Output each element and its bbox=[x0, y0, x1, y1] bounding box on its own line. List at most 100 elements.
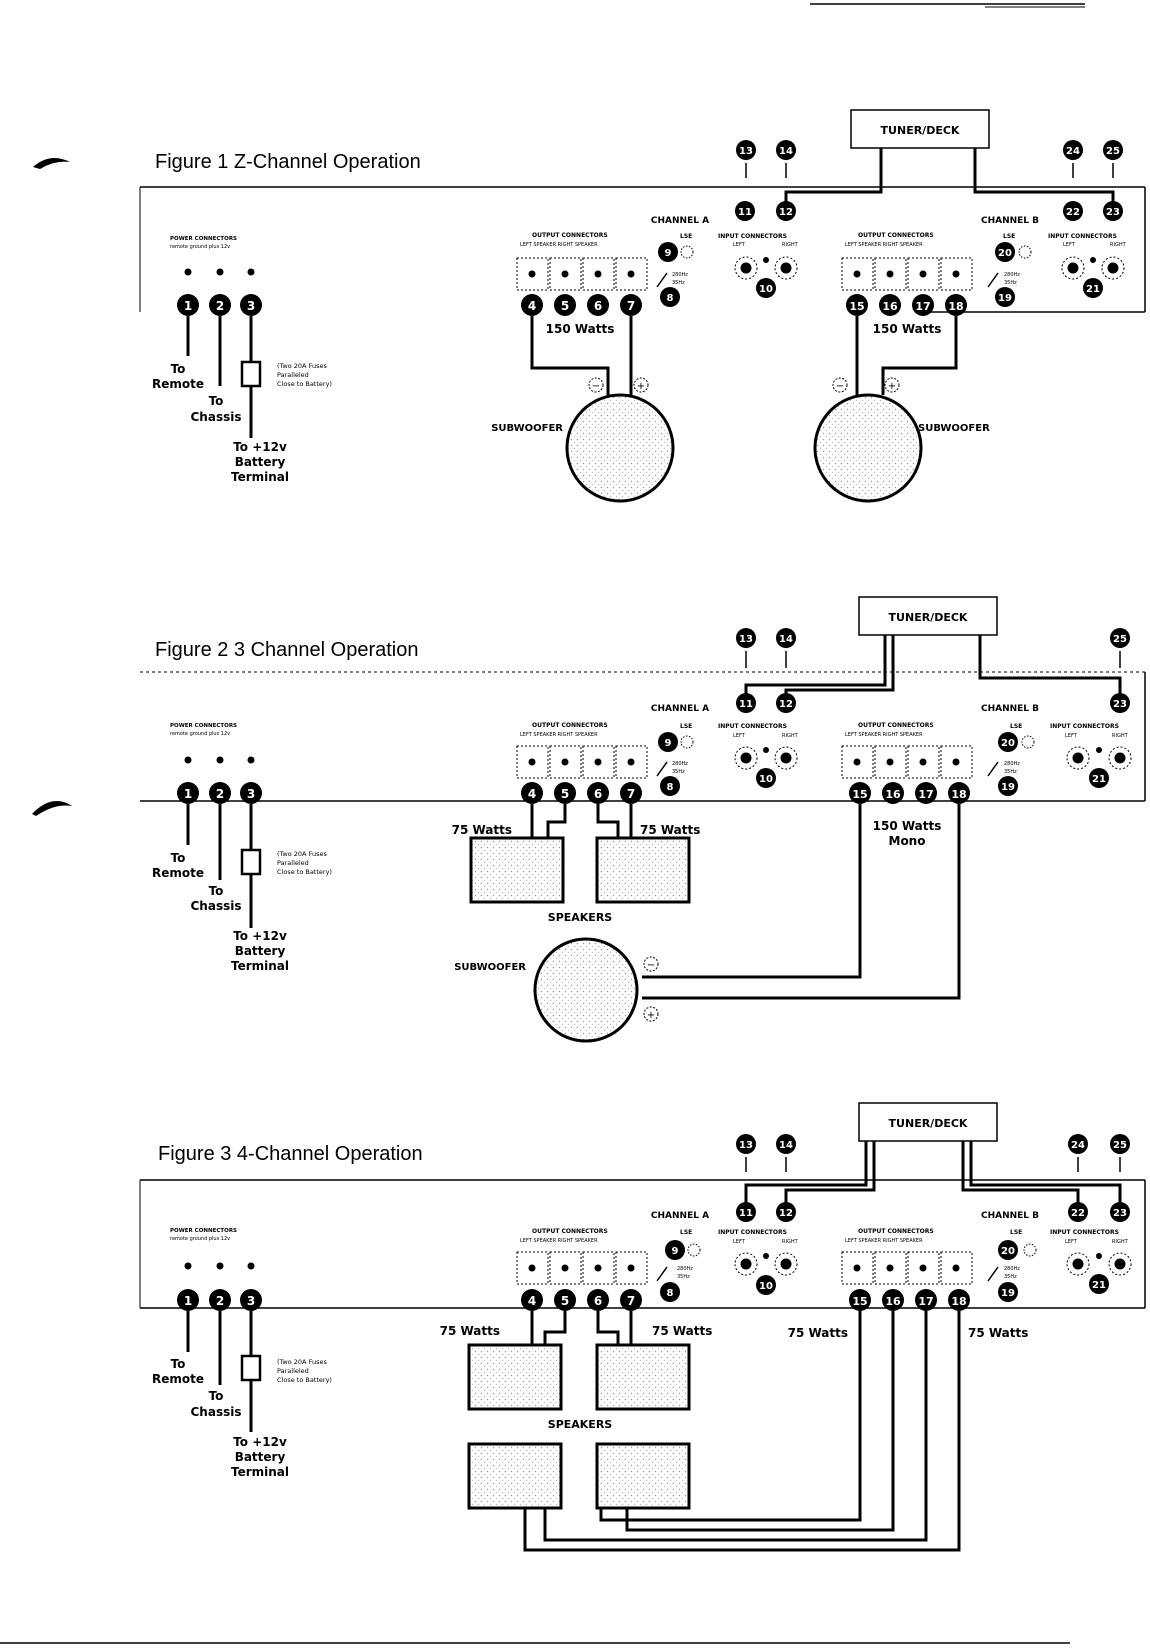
figure-2-title: Figure 2 3 Channel Operation bbox=[155, 639, 419, 661]
svg-text:150 Watts: 150 Watts bbox=[873, 322, 942, 336]
svg-text:LSE: LSE bbox=[680, 723, 692, 730]
svg-text:Battery: Battery bbox=[235, 944, 286, 958]
svg-text:24: 24 bbox=[1066, 146, 1080, 157]
svg-text:Chassis: Chassis bbox=[191, 1405, 242, 1419]
figure-3: Figure 3 4-Channel Operation TUNER/DECK … bbox=[139, 1102, 1146, 1552]
callout-3: 3 bbox=[240, 782, 262, 804]
svg-text:7: 7 bbox=[627, 299, 635, 313]
svg-text:To +12v: To +12v bbox=[233, 1435, 287, 1449]
svg-text:150 Watts: 150 Watts bbox=[873, 819, 942, 833]
svg-text:Battery: Battery bbox=[235, 1450, 286, 1464]
svg-text:TUNER/DECK: TUNER/DECK bbox=[889, 1117, 968, 1130]
svg-text:25: 25 bbox=[1113, 1140, 1127, 1151]
callout-9: 9 bbox=[658, 242, 678, 262]
callout-10: 10 bbox=[756, 278, 776, 298]
speaker-rear-right bbox=[595, 1442, 691, 1510]
svg-text:+: + bbox=[888, 381, 896, 392]
callout-16: 16 bbox=[882, 782, 904, 804]
callout-9: 9 bbox=[665, 1240, 685, 1260]
svg-text:10: 10 bbox=[759, 1281, 773, 1292]
svg-text:25: 25 bbox=[1113, 634, 1127, 645]
callout-19: 19 bbox=[998, 1282, 1018, 1302]
svg-text:3: 3 bbox=[247, 299, 255, 313]
svg-text:LEFT SPEAKER RIGHT SPEAKER: LEFT SPEAKER RIGHT SPEAKER bbox=[520, 732, 598, 738]
callout-20: 20 bbox=[998, 1240, 1018, 1260]
svg-text:8: 8 bbox=[667, 293, 674, 304]
callout-11: 11 bbox=[736, 1202, 756, 1222]
svg-text:3: 3 bbox=[247, 1294, 255, 1308]
svg-text:LEFT SPEAKER RIGHT SPEAKER: LEFT SPEAKER RIGHT SPEAKER bbox=[520, 1238, 598, 1244]
svg-text:19: 19 bbox=[1001, 1288, 1015, 1299]
svg-text:75 Watts: 75 Watts bbox=[788, 1326, 848, 1340]
svg-text:LEFT SPEAKER RIGHT SPEAKER: LEFT SPEAKER RIGHT SPEAKER bbox=[845, 1238, 923, 1244]
svg-text:14: 14 bbox=[779, 1140, 793, 1151]
callout-8: 8 bbox=[660, 1282, 680, 1302]
svg-text:19: 19 bbox=[998, 293, 1012, 304]
figure-1-title: Figure 1 Z-Channel Operation bbox=[155, 151, 421, 173]
callout-22: 22 bbox=[1063, 201, 1083, 221]
tuner-deck-label: TUNER/DECK bbox=[881, 124, 960, 137]
svg-text:20: 20 bbox=[1001, 738, 1015, 749]
svg-text:Paralleled: Paralleled bbox=[277, 371, 309, 379]
callout-7: 7 bbox=[620, 1289, 642, 1311]
callout-1: 1 bbox=[177, 294, 199, 316]
callout-15: 15 bbox=[849, 1289, 871, 1311]
svg-text:13: 13 bbox=[739, 1140, 753, 1151]
figure-1: Figure 1 Z-Channel Operation TUNER/DECK … bbox=[139, 109, 1146, 503]
svg-text:3: 3 bbox=[247, 787, 255, 801]
svg-text:35Hz: 35Hz bbox=[677, 1274, 690, 1280]
svg-text:75 Watts: 75 Watts bbox=[640, 823, 700, 837]
svg-text:15: 15 bbox=[852, 1295, 867, 1308]
svg-text:CHANNEL B: CHANNEL B bbox=[981, 1211, 1039, 1221]
svg-text:20: 20 bbox=[1001, 1246, 1015, 1257]
callout-10: 10 bbox=[756, 768, 776, 788]
callout-2: 2 bbox=[209, 782, 231, 804]
svg-text:6: 6 bbox=[594, 787, 602, 801]
svg-text:25: 25 bbox=[1106, 146, 1120, 157]
callout-12: 12 bbox=[776, 1202, 796, 1222]
callout-22: 22 bbox=[1068, 1202, 1088, 1222]
svg-text:20: 20 bbox=[998, 248, 1012, 259]
svg-text:INPUT CONNECTORS: INPUT CONNECTORS bbox=[718, 723, 787, 730]
callout-5: 5 bbox=[554, 782, 576, 804]
svg-text:18: 18 bbox=[951, 788, 966, 801]
svg-text:22: 22 bbox=[1066, 207, 1080, 218]
svg-text:OUTPUT CONNECTORS: OUTPUT CONNECTORS bbox=[858, 722, 934, 729]
svg-text:75 Watts: 75 Watts bbox=[652, 1324, 712, 1338]
subwoofer-left bbox=[565, 393, 675, 503]
svg-text:11: 11 bbox=[739, 1208, 753, 1219]
svg-text:LEFT: LEFT bbox=[1065, 1239, 1078, 1245]
callout-10: 10 bbox=[756, 1275, 776, 1295]
svg-text:LEFT SPEAKER RIGHT SPEAKER: LEFT SPEAKER RIGHT SPEAKER bbox=[845, 242, 923, 248]
svg-text:75 Watts: 75 Watts bbox=[452, 823, 512, 837]
svg-text:To +12v: To +12v bbox=[233, 440, 287, 454]
callout-21: 21 bbox=[1089, 1274, 1109, 1294]
speaker-left bbox=[469, 836, 565, 904]
svg-text:10: 10 bbox=[759, 284, 773, 295]
callout-15: 15 bbox=[846, 294, 868, 316]
svg-text:14: 14 bbox=[779, 146, 793, 157]
svg-text:SUBWOOFER: SUBWOOFER bbox=[918, 423, 990, 434]
svg-text:5: 5 bbox=[561, 787, 569, 801]
svg-text:LSE: LSE bbox=[680, 233, 692, 240]
svg-text:16: 16 bbox=[882, 300, 898, 313]
svg-text:remote ground plus 12v: remote ground plus 12v bbox=[170, 731, 230, 737]
svg-text:LSE: LSE bbox=[1010, 723, 1022, 730]
callout-18: 18 bbox=[945, 294, 967, 316]
svg-text:Close to Battery): Close to Battery) bbox=[277, 1376, 332, 1384]
svg-text:24: 24 bbox=[1071, 1140, 1085, 1151]
svg-text:remote ground plus 12v: remote ground plus 12v bbox=[170, 1236, 230, 1242]
callout-25: 25 bbox=[1110, 1134, 1130, 1154]
callout-11: 11 bbox=[736, 693, 756, 713]
svg-text:(Two 20A Fuses: (Two 20A Fuses bbox=[277, 850, 327, 858]
svg-text:1: 1 bbox=[184, 787, 192, 801]
svg-text:7: 7 bbox=[627, 1294, 635, 1308]
callout-16: 16 bbox=[879, 294, 901, 316]
svg-text:To +12v: To +12v bbox=[233, 929, 287, 943]
svg-text:16: 16 bbox=[885, 1295, 901, 1308]
svg-text:TUNER/DECK: TUNER/DECK bbox=[889, 611, 968, 624]
callout-12: 12 bbox=[776, 201, 796, 221]
svg-text:11: 11 bbox=[738, 207, 752, 218]
figure-3-title: Figure 3 4-Channel Operation bbox=[158, 1143, 423, 1165]
